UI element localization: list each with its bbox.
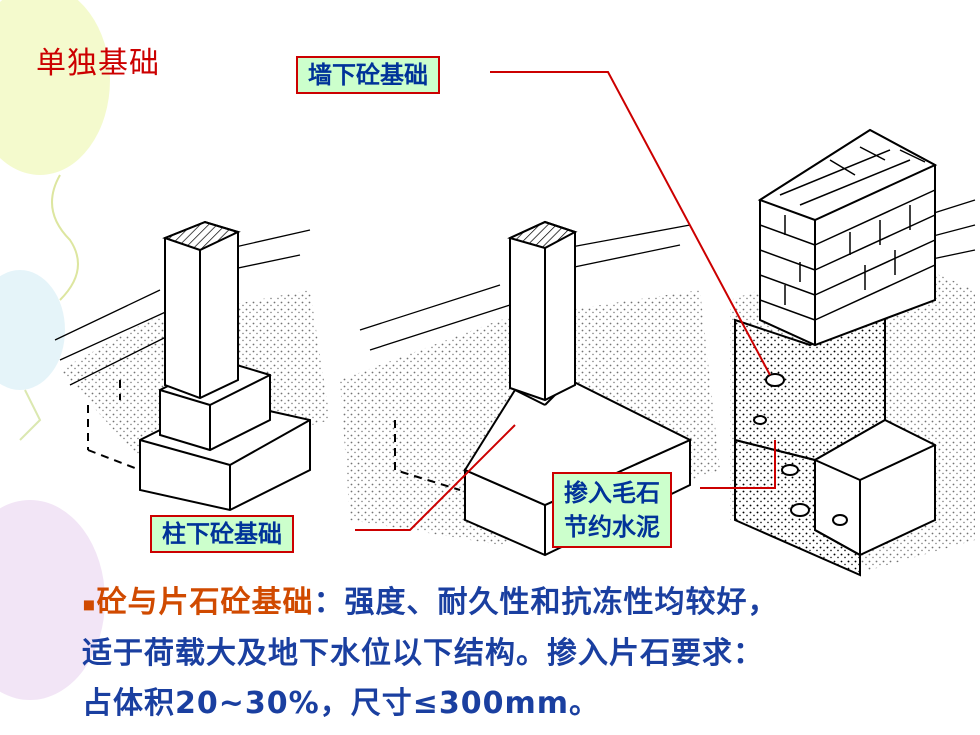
rubble-note-label: 掺入毛石 节约水泥 <box>552 472 672 548</box>
column-foundation-label: 柱下砼基础 <box>150 515 294 553</box>
body-line-2: 适于荷载大及地下水位以下结构。掺入片石要求： <box>82 635 764 671</box>
body-highlight: 砼与片石砼基础 <box>96 585 314 620</box>
bullet-icon: ▪ <box>82 591 97 616</box>
wall-footing-illustration <box>730 128 976 577</box>
body-line-1: ▪砼与片石砼基础：强度、耐久性和抗冻性均较好， <box>82 578 962 629</box>
wall-foundation-label: 墙下砼基础 <box>296 56 440 94</box>
leader-lines <box>355 71 776 531</box>
slide-title: 单独基础 <box>36 46 160 81</box>
rubble-note-line1: 掺入毛石 <box>564 479 660 507</box>
body-line-3: 占体积20~30%，尺寸≤300mm。 <box>82 685 600 721</box>
rubble-note-line2: 节约水泥 <box>564 513 660 541</box>
body-text: ▪砼与片石砼基础：强度、耐久性和抗冻性均较好， 适于荷载大及地下水位以下结构。掺… <box>82 578 962 729</box>
body-line-1-rest: ：强度、耐久性和抗冻性均较好， <box>313 585 779 620</box>
column-footing-illustration <box>54 220 330 512</box>
